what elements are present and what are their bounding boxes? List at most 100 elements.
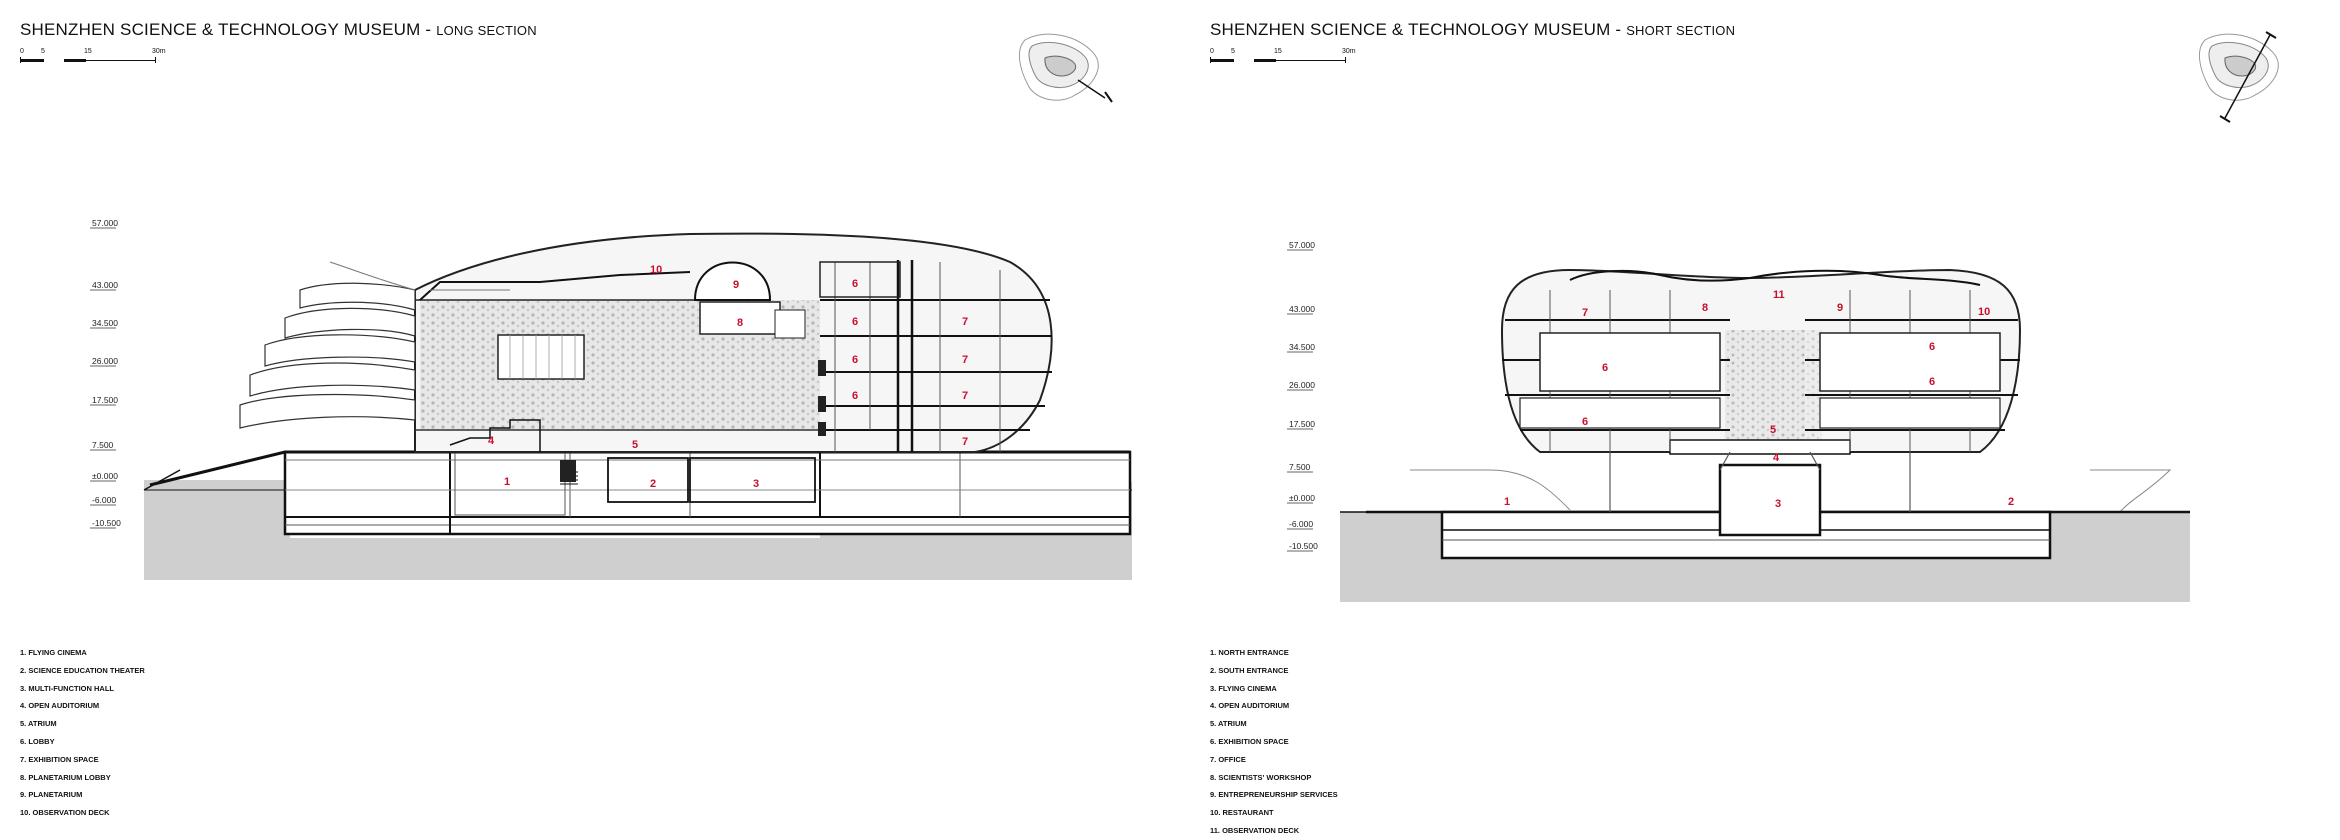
- flying-cinema-box: [1718, 463, 1822, 537]
- room-number: 8: [1702, 302, 1708, 314]
- room-number: 1: [1504, 496, 1510, 508]
- long-section-title: SHENZHEN SCIENCE & TECHNOLOGY MUSEUM - L…: [20, 20, 537, 40]
- legend-item: 10. OBSERVATION DECK: [20, 808, 110, 818]
- scale-tick: [1210, 57, 1211, 63]
- room-number: 7: [962, 316, 968, 328]
- room-number: 1: [504, 476, 510, 488]
- short-section-title: SHENZHEN SCIENCE & TECHNOLOGY MUSEUM - S…: [1210, 20, 1735, 40]
- legend-item: 9. ENTREPRENEURSHIP SERVICES: [1210, 790, 1338, 800]
- room-number: 6: [852, 354, 858, 366]
- legend-item: 1. FLYING CINEMA: [20, 648, 87, 657]
- title-main: SHENZHEN SCIENCE & TECHNOLOGY MUSEUM -: [20, 20, 437, 39]
- room-number: 4: [488, 435, 495, 447]
- long-section-legend: 1. FLYING CINEMA 2. SCIENCE EDUCATION TH…: [20, 644, 145, 822]
- legend-item: 1. NORTH ENTRANCE: [1210, 648, 1289, 657]
- ground: [1340, 512, 2190, 602]
- room-number: 2: [650, 478, 656, 490]
- legend-item: 6. EXHIBITION SPACE: [1210, 736, 1289, 746]
- level-label: 17.500: [92, 395, 118, 405]
- legend-item: 7. OFFICE: [1210, 754, 1246, 764]
- long-section-drawing: 57.00043.00034.50026.00017.5007.500±0.00…: [90, 33, 1132, 580]
- site-key-plan-icon: [2198, 31, 2279, 123]
- scale-segment: [1254, 59, 1276, 62]
- scale-label: 0: [20, 48, 24, 55]
- scale-segment: [1210, 59, 1234, 62]
- scale-label: 5: [41, 48, 45, 55]
- room-number: 8: [737, 317, 743, 329]
- level-label: 17.500: [1289, 419, 1315, 429]
- floor-slabs: [820, 299, 1052, 431]
- stepped-facade: [239, 282, 416, 429]
- room-number: 6: [1582, 416, 1588, 428]
- legend-item: 2. SOUTH ENTRANCE: [1210, 665, 1289, 675]
- level-label: 43.000: [92, 280, 118, 290]
- scale-label: 30m: [152, 48, 166, 55]
- scale-label: 30m: [1342, 48, 1356, 55]
- planetarium-dome: [693, 261, 772, 301]
- room-number: 5: [632, 439, 638, 451]
- level-label: -6.000: [92, 495, 116, 505]
- level-label: -10.500: [92, 518, 121, 528]
- site-key-plan-icon: [1018, 33, 1113, 103]
- level-label: 34.500: [1289, 342, 1315, 352]
- title-sub: SHORT SECTION: [1626, 23, 1736, 38]
- legend-item: 8. SCIENTISTS' WORKSHOP: [1210, 772, 1312, 782]
- scale-tick: [1345, 57, 1346, 63]
- legend-item: 5. ATRIUM: [1210, 719, 1247, 729]
- level-label: -10.500: [1289, 541, 1318, 551]
- legend-item: 2. SCIENCE EDUCATION THEATER: [20, 665, 145, 675]
- legend-item: 3. FLYING CINEMA: [1210, 683, 1277, 693]
- legend-item: 7. EXHIBITION SPACE: [20, 754, 99, 764]
- room-number: 6: [852, 316, 858, 328]
- level-label: 43.000: [1289, 304, 1315, 314]
- short-section-drawing: 57.000 43.000 34.500 26.000 17.500 7.500 ±0.00…: [1287, 31, 2279, 602]
- room-number: 2: [2008, 496, 2014, 508]
- level-markers: 57.000 43.000 34.500 26.000 17.500 7.500 ±0.00…: [1287, 240, 1318, 552]
- level-label: 26.000: [1289, 380, 1315, 390]
- room-number: 6: [852, 390, 858, 402]
- legend-item: 11. OBSERVATION DECK: [1210, 825, 1300, 835]
- legend-item: 6. LOBBY: [20, 736, 55, 746]
- room-number: 9: [733, 279, 739, 291]
- long-section-panel: SHENZHEN SCIENCE & TECHNOLOGY MUSEUM - L…: [0, 0, 1190, 820]
- title-sub: LONG SECTION: [436, 23, 537, 38]
- room-number: 7: [962, 390, 968, 402]
- legend-item: 3. MULTI-FUNCTION HALL: [20, 683, 115, 693]
- legend-item: 4. OPEN AUDITORIUM: [1210, 701, 1290, 711]
- level-markers: 57.00043.00034.50026.00017.5007.500±0.00…: [90, 218, 121, 529]
- scale-label: 5: [1231, 48, 1235, 55]
- scale-label: 15: [1274, 48, 1282, 55]
- title-main: SHENZHEN SCIENCE & TECHNOLOGY MUSEUM -: [1210, 20, 1627, 39]
- level-label: 26.000: [92, 356, 118, 366]
- level-label: 7.500: [1289, 462, 1311, 472]
- level-label: ±0.000: [92, 471, 118, 481]
- legend-item: 10. RESTAURANT: [1210, 808, 1274, 818]
- room-number: 6: [1929, 341, 1935, 353]
- basement: [283, 450, 1132, 536]
- level-label: ±0.000: [1289, 493, 1315, 503]
- level-label: 34.500: [92, 318, 118, 328]
- room-number: 10: [650, 264, 662, 276]
- room-number: 9: [1837, 302, 1843, 314]
- level-label: -6.000: [1289, 519, 1313, 529]
- level-label: 57.000: [1289, 240, 1315, 250]
- room-number: 7: [962, 436, 968, 448]
- scale-segment: [86, 60, 156, 61]
- room-number: 4: [1773, 452, 1780, 464]
- room-number: 6: [1929, 376, 1935, 388]
- legend-item: 8. PLANETARIUM LOBBY: [20, 772, 111, 782]
- scale-label: 15: [84, 48, 92, 55]
- legend-item: 9. PLANETARIUM: [20, 790, 83, 800]
- scale-tick: [20, 57, 21, 63]
- room-number: 3: [753, 478, 759, 490]
- scale-label: 0: [1210, 48, 1214, 55]
- room-number: 7: [962, 354, 968, 366]
- room-number: 7: [1582, 307, 1588, 319]
- room-number: 10: [1978, 306, 1990, 318]
- room-number: 11: [1773, 289, 1785, 301]
- scale-tick: [155, 57, 156, 63]
- short-section-panel: SHENZHEN SCIENCE & TECHNOLOGY MUSEUM - S…: [1190, 0, 2340, 835]
- room-number: 5: [1770, 424, 1776, 436]
- level-label: 7.500: [92, 440, 114, 450]
